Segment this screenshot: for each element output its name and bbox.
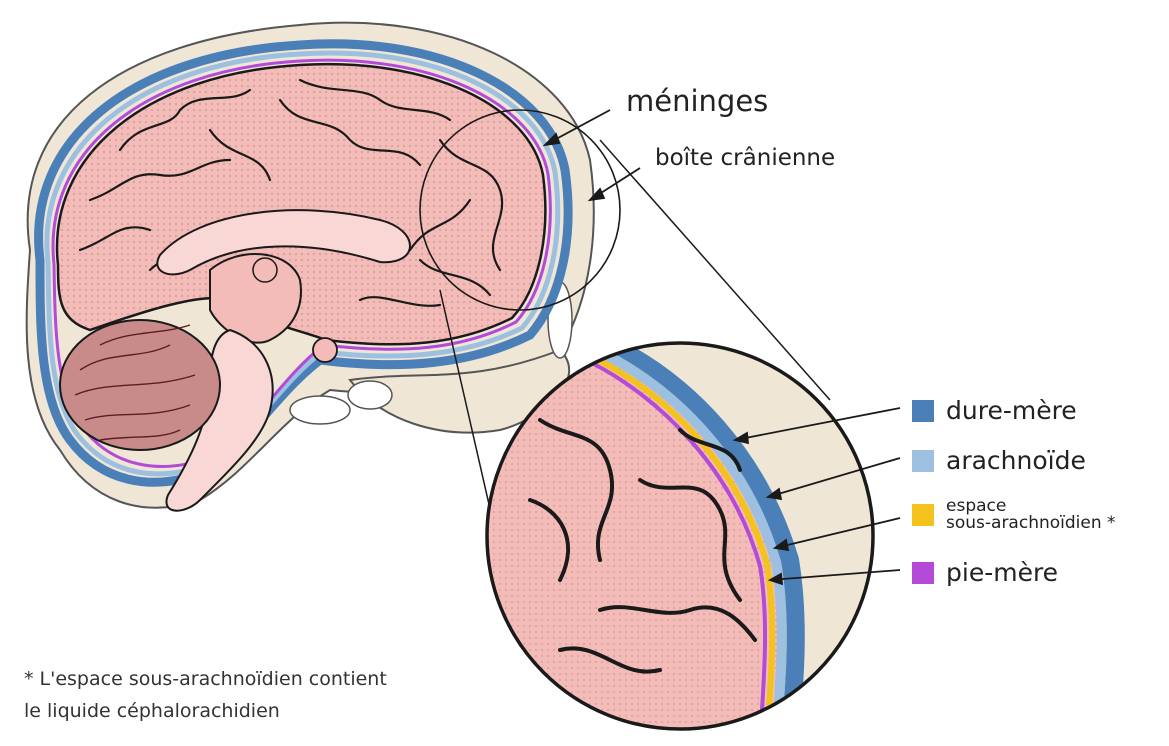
pia-mater-swatch bbox=[912, 562, 934, 584]
dura-mater-swatch bbox=[912, 400, 934, 422]
legend-item-pia-mater: pie-mère bbox=[912, 558, 1058, 587]
legend-label-line2: sous-arachnoïdien * bbox=[946, 515, 1116, 532]
legend-item-subarachnoid-space: espace sous-arachnoïdien * bbox=[912, 498, 1116, 532]
subarachnoid-space-swatch bbox=[912, 504, 934, 526]
footnote-line2: le liquide céphalorachidien bbox=[24, 700, 280, 722]
meninges-label: méninges bbox=[626, 84, 768, 118]
legend-label: arachnoïde bbox=[946, 446, 1086, 475]
legend-item-arachnoid: arachnoïde bbox=[912, 446, 1086, 475]
footnote-line1: * L'espace sous-arachnoïdien contient bbox=[24, 668, 387, 690]
legend-item-dura-mater: dure-mère bbox=[912, 396, 1077, 425]
legend-label: dure-mère bbox=[946, 396, 1077, 425]
skull-label: boîte crânienne bbox=[655, 145, 835, 171]
legend-label: pie-mère bbox=[946, 558, 1058, 587]
arachnoid-swatch bbox=[912, 450, 934, 472]
